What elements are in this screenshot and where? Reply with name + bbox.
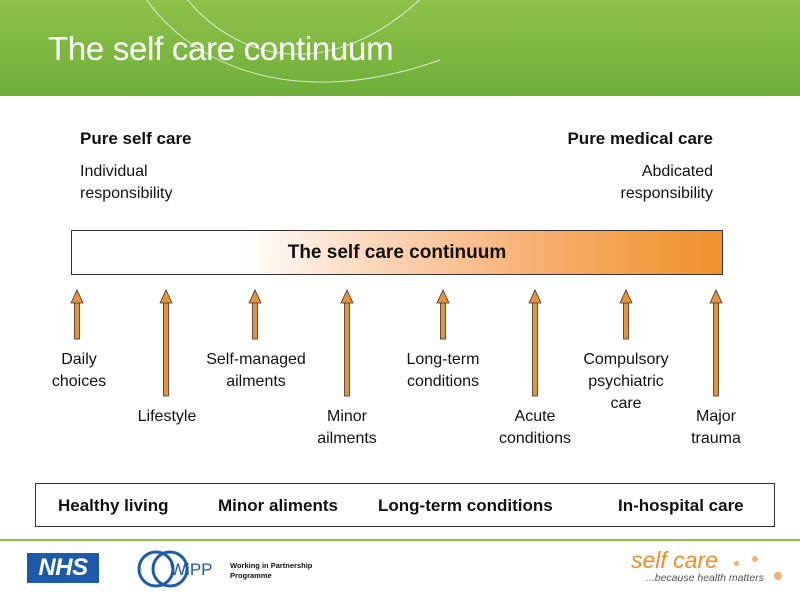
arrow-up-icon	[619, 289, 633, 304]
right-extreme-heading: Pure medical care	[567, 129, 713, 148]
left-extreme-heading: Pure self care	[80, 129, 192, 148]
point-label-compulsory-psychiatric-care: Compulsory psychiatric care	[583, 351, 669, 412]
care-categories-box: Healthy living Minor aliments Long-term …	[35, 483, 775, 527]
brand-dot	[734, 561, 739, 566]
arrow-up-icon	[248, 289, 262, 304]
arrow-shaft	[623, 301, 629, 340]
arrow-shaft	[74, 301, 80, 340]
arrow-up-icon	[709, 289, 723, 304]
continuum-bar: The self care continuum	[71, 230, 723, 275]
arrow-shaft	[163, 301, 169, 397]
point-label-long-term-conditions: Long-term conditions	[406, 351, 480, 390]
point-label-acute-conditions: Acute conditions	[498, 408, 572, 447]
arrow-up-icon	[528, 289, 542, 304]
arrow-shaft	[440, 301, 446, 340]
self-care-brand: self care	[631, 547, 718, 573]
left-extreme-subtext: Individual responsibility	[80, 163, 173, 202]
arrow-shaft	[713, 301, 719, 397]
point-label-major-trauma: Major trauma	[691, 408, 741, 447]
category-healthy-living: Healthy living	[58, 496, 169, 515]
brand-dot	[752, 556, 758, 562]
header-decoration	[146, 0, 441, 83]
point-label-minor-ailments: Minor ailments	[317, 408, 377, 447]
point-label-daily-choices: Daily choices	[51, 351, 107, 390]
header-banner: The self care continuum	[0, 0, 800, 96]
brand-dot	[774, 572, 782, 580]
arrow-shaft	[532, 301, 538, 397]
arrow-up-icon	[159, 289, 173, 304]
point-label-self-managed-ailments: Self-managed ailments	[206, 351, 306, 390]
arrow-shaft	[344, 301, 350, 397]
arrow-up-icon	[436, 289, 450, 304]
wipp-logo-icon: WiPP	[137, 550, 213, 588]
wipp-logo-text: WiPP	[170, 560, 213, 579]
self-care-tagline: ...because health matters	[646, 572, 764, 584]
arrow-up-icon	[340, 289, 354, 304]
category-long-term-conditions: Long-term conditions	[378, 496, 553, 515]
footer-divider	[0, 539, 800, 541]
wipp-programme-text: Working in Partnership Programme	[230, 561, 313, 580]
arrow-shaft	[252, 301, 258, 340]
category-minor-aliments: Minor aliments	[218, 496, 338, 515]
right-extreme-subtext: Abdicated responsibility	[620, 163, 713, 202]
category-in-hospital-care: In-hospital care	[618, 496, 744, 515]
point-label-lifestyle: Lifestyle	[137, 408, 197, 425]
nhs-logo: NHS	[27, 553, 99, 583]
arrow-up-icon	[70, 289, 84, 304]
continuum-bar-label: The self care continuum	[287, 241, 507, 263]
page-title: The self care continuum	[48, 30, 394, 67]
